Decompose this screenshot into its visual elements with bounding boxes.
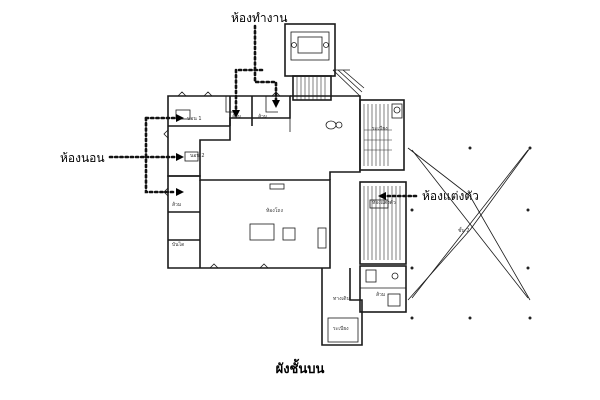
dressing-room-block [359, 181, 407, 265]
room-label-wc: ส้วม [376, 291, 385, 298]
room-label-hallway: ทางเดิน [333, 295, 351, 302]
furniture [163, 91, 343, 269]
room-label-bath2: ส้วม [258, 113, 267, 120]
workroom-block [284, 23, 365, 101]
room-labels: นอน 1 นอน 2 ส้วม ส้วม ส้วม ห้องโถง บันได… [172, 113, 396, 332]
room-label-stair: บันได [172, 241, 184, 248]
lower-bath-block [359, 265, 407, 313]
svg-text:ชั้น 2: ชั้น 2 [458, 225, 470, 234]
room-label-bath3: ส้วม [172, 201, 181, 208]
roof-structure-lines: ชั้น 2 [407, 146, 532, 320]
annotation-workroom: ห้องทำงาน [231, 11, 287, 25]
plan-caption: ผังชั้นบน [276, 358, 325, 377]
room-label-bed2: นอน 2 [190, 153, 205, 159]
arrowheads [176, 100, 386, 200]
annotation-dressing: ห้องแต่งตัว [422, 189, 479, 203]
annotation-bedroom: ห้องนอน [60, 151, 105, 165]
upper-deck [359, 99, 405, 171]
room-label-hall: ห้องโถง [266, 207, 283, 214]
room-label-bed1: นอน 1 [187, 116, 202, 122]
room-label-porch: ระเบียง [333, 325, 349, 332]
main-house-walls [167, 95, 363, 346]
annotation-leaders [108, 24, 418, 198]
